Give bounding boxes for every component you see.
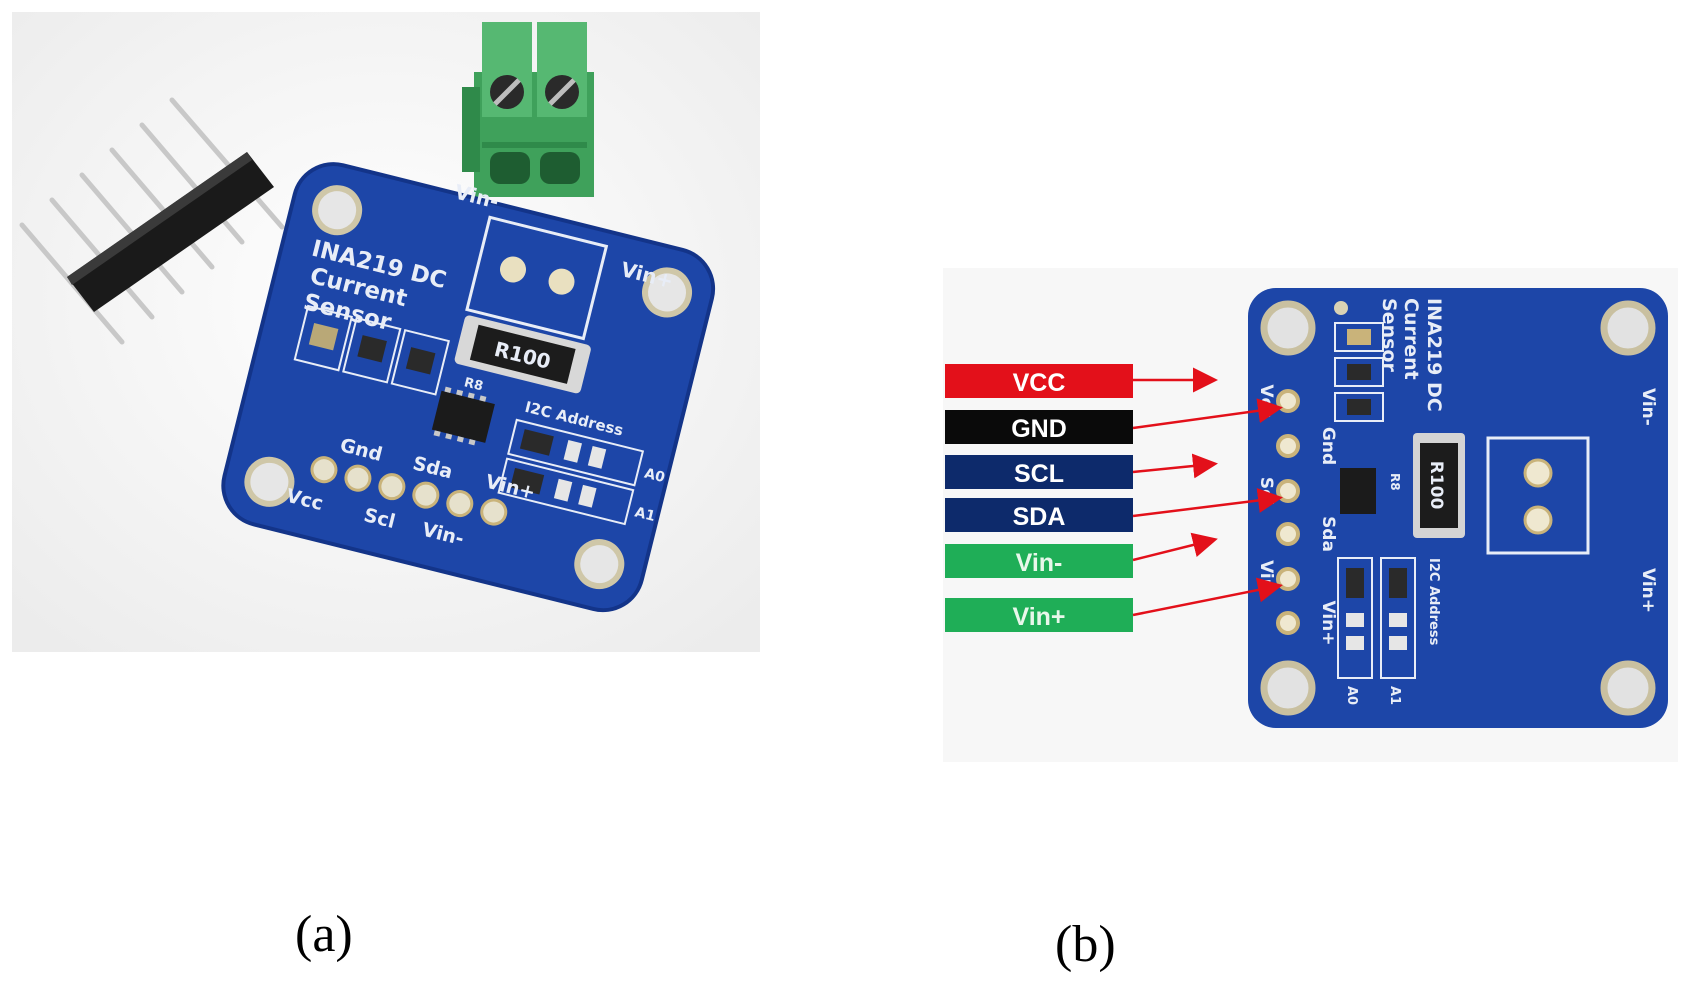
a1-label-a: A1 [633,504,657,525]
wire-gnd: GND [945,410,1133,444]
board-title-line3-b: Sensor [1378,298,1400,372]
pin-label-vin-plus-b: Vin+ [1318,600,1338,645]
ina219-board-a: R100 R8 I2C Address A0 A1 [221,162,716,613]
arrow-gnd [1132,398,1283,430]
caption-a: (a) [295,906,353,963]
wire-label-vcc: VCC [1013,369,1066,397]
a1-label-b: A1 [1387,686,1402,705]
wire-label-sda: SDA [1013,503,1066,531]
resistor-value-b: R100 [1426,461,1446,510]
wire-vin-plus: Vin+ [945,598,1133,632]
arrow-sda [1132,488,1283,518]
screw-terminal [462,22,594,197]
pin-header [19,97,285,345]
vin-plus-right-b: Vin+ [1638,568,1658,613]
caption-b: (b) [1055,916,1116,973]
photo-panel-a: R100 R8 I2C Address A0 A1 [12,12,760,652]
wire-vin-minus: Vin- [945,544,1133,578]
wire-scl: SCL [945,455,1133,489]
i2c-address-label-b: I2C Address [1426,558,1441,646]
ina219-kit-photo: R100 R8 I2C Address A0 A1 [12,12,760,652]
pin-label-sda-b: Sda [1318,516,1338,552]
a0-label-a: A0 [643,466,667,487]
wire-label-vin-plus: Vin+ [1012,603,1065,631]
ina219-board-b: Vcc Gnd Scl Sda Vin- Vin+ INA219 DC Curr… [1248,288,1668,728]
wire-label-vin-minus: Vin- [1016,549,1063,577]
arrow-scl [1132,453,1218,479]
resistor-ref-a: R8 [462,375,484,394]
board-title-line2-b: Current [1400,298,1422,380]
wire-label-gnd: GND [1011,415,1067,443]
pin-label-gnd-b: Gnd [1318,427,1338,465]
vin-minus-right-b: Vin- [1638,388,1658,426]
a0-label-b: A0 [1344,686,1359,705]
wire-sda: SDA [945,498,1133,532]
pin-label-vin-minus-b: Vin- [1256,560,1276,598]
pin-label-vcc-b: Vcc [1256,384,1276,417]
resistor-ref-b: R8 [1388,473,1402,491]
arrow-vin-plus [1132,577,1283,617]
arrow-vin-minus [1132,532,1218,562]
wire-label-scl: SCL [1014,460,1064,488]
ina219-pinout-diagram: Vcc Gnd Scl Sda Vin- Vin+ INA219 DC Curr… [943,268,1678,762]
board-title-line1-b: INA219 DC [1423,298,1445,412]
wire-legend: VCC GND SCL SDA Vin- Vin+ [945,364,1133,632]
wire-vcc: VCC [945,364,1133,398]
pinout-panel-b: Vcc Gnd Scl Sda Vin- Vin+ INA219 DC Curr… [943,268,1678,762]
connection-arrows [1132,367,1283,617]
